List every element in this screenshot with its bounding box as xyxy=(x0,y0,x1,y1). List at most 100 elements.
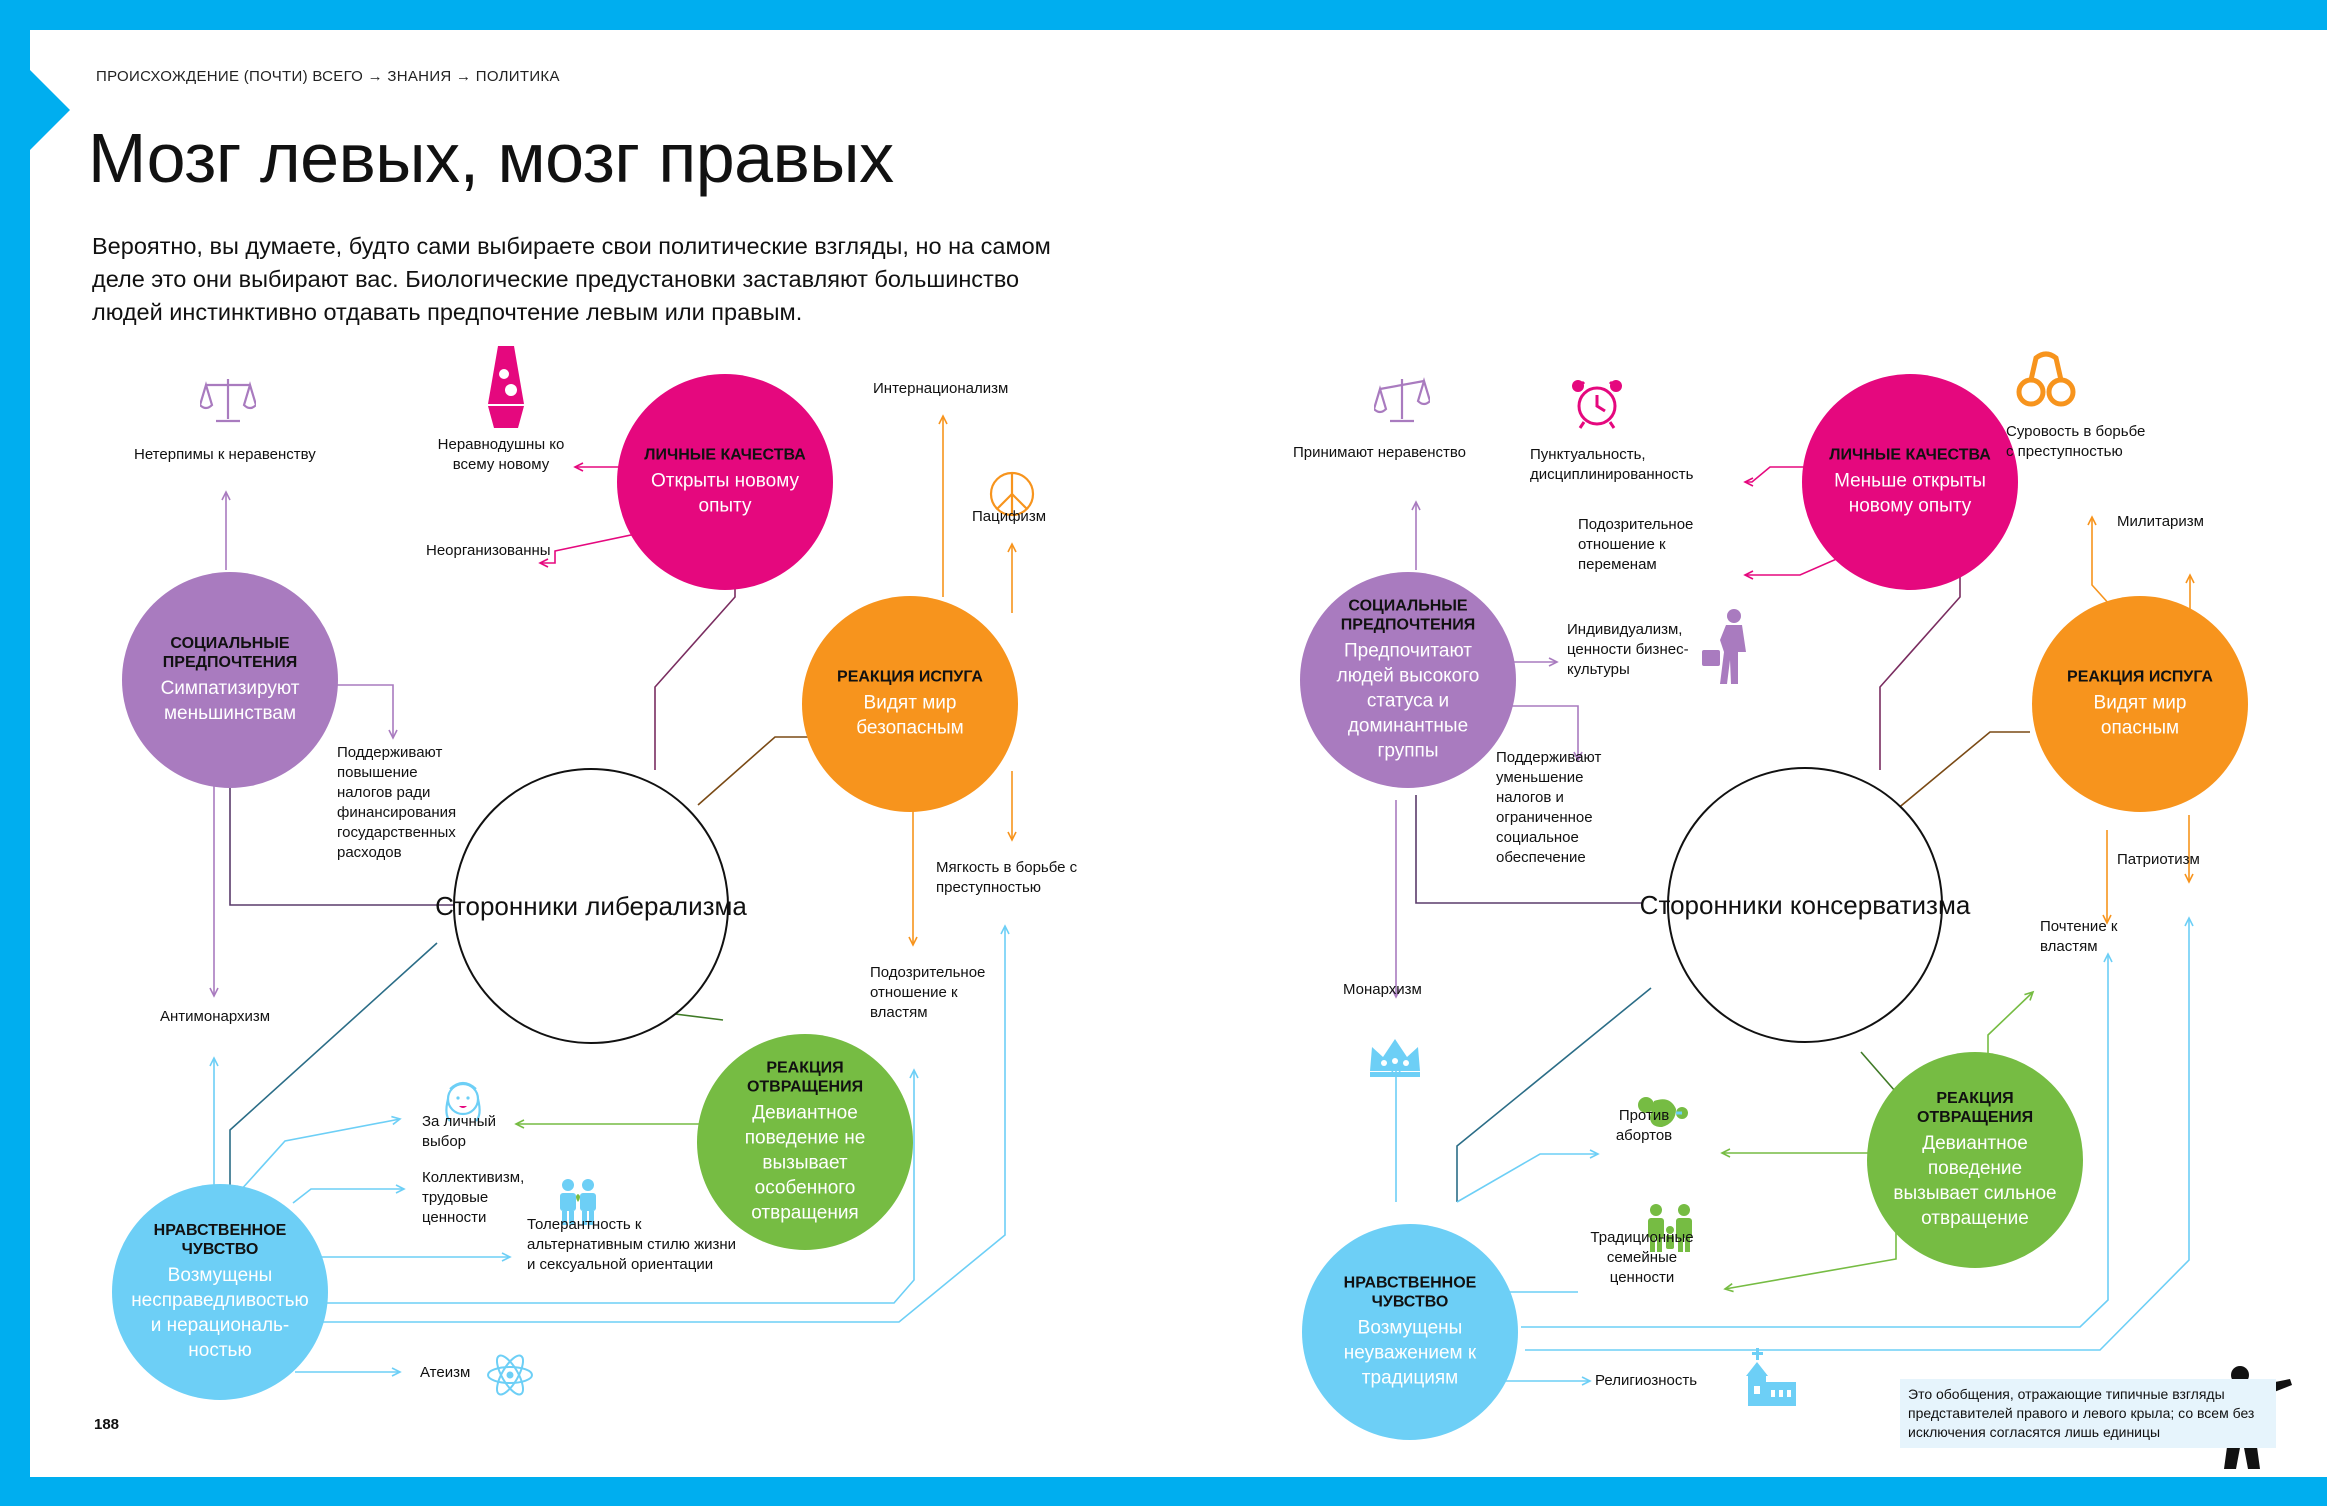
personal-left-head: ЛИЧНЫЕ КАЧЕСТВА xyxy=(644,446,806,464)
circle-personal-left xyxy=(617,374,833,590)
family-icon xyxy=(1648,1204,1692,1252)
disgust-left-text: РЕАКЦИЯ ОТВРАЩЕНИЯ Девиантное поведение … xyxy=(723,1059,888,1226)
connector-personal-left xyxy=(654,577,736,770)
center-label-left: Сторонники либерализма xyxy=(435,891,747,921)
disgust-right-head: РЕАКЦИЯ ОТВРАЩЕНИЯ xyxy=(1916,1090,2034,1126)
fear-right-head: РЕАКЦИЯ ИСПУГА xyxy=(2067,668,2213,686)
disgust-left-sub: Девиантное поведение не вызывает особенн… xyxy=(744,1102,866,1224)
label-collectivism: Коллективизм, трудовые ценности xyxy=(422,1169,525,1226)
circle-social-left xyxy=(122,572,338,788)
circle-fear-right xyxy=(2032,596,2248,812)
girl-face-icon xyxy=(445,1081,481,1122)
label-disorganized: Неорганизованны xyxy=(426,542,551,559)
label-pacifism: Пацифизм xyxy=(972,508,1047,525)
label-tolerance: Толерантность к альтернативным стилю жиз… xyxy=(527,1216,737,1273)
connector-fear-right xyxy=(1895,731,2030,811)
connector-personal-right xyxy=(1879,577,1961,770)
circle-disgust-right xyxy=(1867,1052,2083,1268)
fear-left-head: РЕАКЦИЯ ИСПУГА xyxy=(837,668,983,686)
label-strictness: Суровость в борьбе с преступностью xyxy=(2006,423,2146,460)
connector-moral-left xyxy=(229,942,438,1202)
label-punctual: Пунктуальность, дисциплинированность xyxy=(1530,446,1694,483)
moral-left-text: НРАВСТВЕННОЕ ЧУВСТВО Возмущены несправед… xyxy=(130,1221,310,1363)
center-label-right: Сторонники консерватизма xyxy=(1639,890,1971,920)
label-antimonarchism: Антимонархизм xyxy=(160,1008,271,1025)
scales-icon xyxy=(200,379,256,423)
label-militarism: Милитаризм xyxy=(2117,513,2204,530)
label-new: Неравнодушны ко всему новому xyxy=(437,436,565,473)
label-family: Традиционные семейные ценности xyxy=(1590,1229,1694,1286)
label-taxes-left: Поддерживают повышение налогов ради фина… xyxy=(337,744,457,861)
personal-right-sub: Меньше открыты новому опыту xyxy=(1834,470,1986,517)
label-internationalism: Интернационализм xyxy=(873,380,1009,397)
lava-lamp-icon xyxy=(488,346,524,428)
personal-right-text: ЛИЧНЫЕ КАЧЕСТВА Меньше открыты новому оп… xyxy=(1820,446,2000,519)
two-people-icon xyxy=(560,1179,596,1225)
circle-moral-left xyxy=(112,1184,328,1400)
page: ПРОИСХОЖДЕНИЕ (ПОЧТИ) ВСЕГО → ЗНАНИЯ → П… xyxy=(30,30,2327,1477)
label-choice: За личный выбор xyxy=(422,1113,496,1150)
moral-right-text: НРАВСТВЕННОЕ ЧУВСТВО Возмущены неуважени… xyxy=(1325,1274,1495,1391)
label-suspicious-right: Подозрительное отношение к переменам xyxy=(1578,516,1694,573)
fear-left-text: РЕАКЦИЯ ИСПУГА Видят мир безопасным xyxy=(825,668,995,741)
connector-social-right xyxy=(1415,795,1642,904)
page-title: Мозг левых, мозг правых xyxy=(88,119,894,197)
circle-personal-right xyxy=(1802,374,2018,590)
social-left-head: СОЦИАЛЬНЫЕ ПРЕДПОЧТЕНИЯ xyxy=(162,635,298,671)
breadcrumb: ПРОИСХОЖДЕНИЕ (ПОЧТИ) ВСЕГО → ЗНАНИЯ → П… xyxy=(96,68,560,85)
frame-arrow-icon xyxy=(30,70,70,150)
handcuffs-icon xyxy=(2016,351,2076,407)
label-abortion: Против абортов xyxy=(1615,1107,1673,1144)
label-taxes-right: Поддерживают уменьшение налогов и ограни… xyxy=(1496,749,1602,866)
intro-text: Вероятно, вы думаете, будто сами выбирае… xyxy=(92,233,1051,325)
label-suspicious-left: Подозрительное отношение к властям xyxy=(870,964,986,1021)
disgust-right-text: РЕАКЦИЯ ОТВРАЩЕНИЯ Девиантное поведение … xyxy=(1890,1089,2060,1231)
personal-right-head: ЛИЧНЫЕ КАЧЕСТВА xyxy=(1829,446,1991,464)
label-softness: Мягкость в борьбе с преступностью xyxy=(936,859,1078,896)
moral-right-head: НРАВСТВЕННОЕ ЧУВСТВО xyxy=(1343,1274,1477,1311)
connector-moral-right xyxy=(1456,987,1652,1202)
connector-fear-left xyxy=(697,736,815,806)
label-atheism: Атеизм xyxy=(420,1364,471,1381)
alarm-clock-icon xyxy=(1572,380,1622,429)
fear-right-text: РЕАКЦИЯ ИСПУГА Видят мир опасным xyxy=(2055,668,2225,741)
church-icon xyxy=(1746,1348,1796,1406)
moral-left-sub: Возмущены несправедливостью и нерационал… xyxy=(131,1265,309,1361)
personal-left-text: ЛИЧНЫЕ КАЧЕСТВА Открыты новому опыту xyxy=(635,446,815,519)
label-respect: Почтение к властям xyxy=(2040,918,2118,955)
peace-icon xyxy=(989,471,1035,517)
scales-tilted-icon xyxy=(1374,377,1430,423)
circle-fear-left xyxy=(802,596,1018,812)
crown-icon xyxy=(1370,1039,1420,1077)
disgust-left-head: РЕАКЦИЯ ОТВРАЩЕНИЯ xyxy=(746,1059,864,1096)
moral-right-sub: Возмущены неуважением к традициям xyxy=(1343,1317,1477,1389)
atom-icon xyxy=(487,1354,533,1396)
label-monarchism: Монархизм xyxy=(1343,981,1422,998)
social-right-sub: Предпочитают людей высокого статуса и до… xyxy=(1336,640,1480,762)
label-patriotism: Патриотизм xyxy=(2117,851,2200,868)
circle-social-right xyxy=(1300,572,1516,788)
disgust-right-sub: Девиантное поведение вызывает сильное от… xyxy=(1893,1133,2057,1229)
label-inequality-left: Нетерпимы к неравенству xyxy=(134,446,316,463)
moral-left-head: НРАВСТВЕННОЕ ЧУВСТВО xyxy=(153,1222,287,1258)
fear-left-sub: Видят мир безопасным xyxy=(856,692,964,739)
label-religiosity: Религиозность xyxy=(1595,1372,1698,1389)
businessman-icon xyxy=(1702,609,1746,684)
personal-left-sub: Открыты новому опыту xyxy=(651,470,799,517)
social-right-head: СОЦИАЛЬНЫЕ ПРЕДПОЧТЕНИЯ xyxy=(1340,597,1476,634)
social-left-sub: Симпатизируют меньшинствам xyxy=(160,678,300,724)
fetus-icon xyxy=(1638,1097,1688,1127)
center-circle-right xyxy=(1667,767,1943,1043)
connector-social-left xyxy=(229,765,460,906)
social-left-text: СОЦИАЛЬНЫЕ ПРЕДПОЧТЕНИЯ Симпатизируют ме… xyxy=(140,634,320,726)
label-inequality-right: Принимают неравенство xyxy=(1293,444,1467,461)
social-right-text: СОЦИАЛЬНЫЕ ПРЕДПОЧТЕНИЯ Предпочитают люд… xyxy=(1328,597,1488,764)
circle-moral-right xyxy=(1302,1224,1518,1440)
diagram-canvas xyxy=(112,374,2248,1440)
page-number: 188 xyxy=(94,1416,120,1433)
center-circle-left xyxy=(453,768,729,1044)
fear-right-sub: Видят мир опасным xyxy=(2093,692,2187,739)
label-individualism: Индивидуализм, ценности бизнес-культуры xyxy=(1567,621,1689,678)
circle-disgust-left xyxy=(697,1034,913,1250)
footnote: Это обобщения, отражающие типичные взгля… xyxy=(1900,1379,2276,1448)
